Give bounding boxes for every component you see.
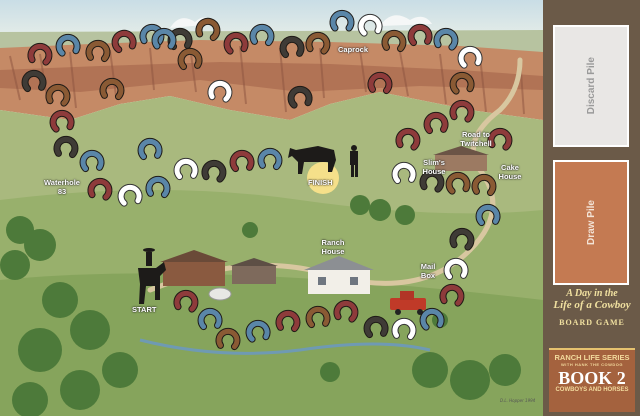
ranch-house	[304, 256, 374, 294]
horseshoe-space[interactable]	[139, 23, 165, 47]
artist-signature: D.L. Hopper 1994	[500, 398, 536, 403]
book-subtitle: COWBOYS AND HORSES	[555, 387, 629, 393]
water-tank	[208, 287, 232, 301]
mail-box-label: Mail Box	[420, 262, 436, 280]
slims-house-label: Slim's House	[422, 158, 446, 176]
horseshoe-space[interactable]	[391, 317, 417, 341]
side-panel: Discard Pile Draw Pile A Day in the Life…	[543, 0, 640, 416]
horseshoe-space[interactable]	[395, 127, 421, 151]
horseshoe-space[interactable]	[329, 9, 355, 32]
tree-cluster	[0, 195, 521, 416]
horseshoe-space[interactable]	[229, 149, 255, 173]
game-subtitle: BOARD GAME	[559, 318, 625, 327]
horseshoe-space[interactable]	[333, 299, 359, 323]
horseshoe-space[interactable]	[249, 23, 275, 47]
horseshoe-space[interactable]	[391, 161, 417, 185]
horseshoe-space[interactable]	[433, 27, 459, 51]
horseshoe-space[interactable]	[279, 35, 305, 59]
barn	[160, 250, 278, 286]
horseshoe-space[interactable]	[449, 71, 475, 95]
horseshoe-space[interactable]	[79, 149, 105, 173]
horseshoe-space[interactable]	[449, 99, 475, 123]
horseshoe-space[interactable]	[407, 23, 433, 47]
horseshoe-space[interactable]	[201, 159, 227, 183]
horseshoe-space[interactable]	[419, 169, 445, 193]
series-banner: RANCH LIFE SERIES WITH HANK THE COWDOG B…	[549, 348, 635, 412]
horseshoe-space[interactable]	[363, 315, 389, 339]
discard-pile-label: Discard Pile	[585, 57, 597, 115]
cloud	[380, 15, 432, 26]
horseshoe-space[interactable]	[449, 227, 475, 251]
horseshoe-space[interactable]	[215, 327, 241, 351]
horseshoe-space[interactable]	[195, 17, 221, 42]
horseshoe-space[interactable]	[87, 177, 113, 201]
cliff-shadow	[0, 62, 543, 92]
discard-pile[interactable]: Discard Pile	[553, 25, 629, 147]
horseshoe-space[interactable]	[457, 45, 483, 69]
horseshoe-space[interactable]	[53, 135, 79, 159]
horseshoe-space[interactable]	[475, 203, 501, 227]
horseshoe-space[interactable]	[85, 39, 111, 63]
horseshoe-space[interactable]	[423, 111, 449, 135]
horseshoe-space[interactable]	[439, 283, 465, 307]
start-cowboy-on-horse	[138, 248, 166, 304]
draw-pile-label: Draw Pile	[585, 199, 597, 246]
horseshoe-space[interactable]	[287, 85, 313, 109]
horseshoe-space[interactable]	[357, 13, 383, 37]
horseshoe-space[interactable]	[137, 137, 163, 161]
horseshoe-space[interactable]	[173, 157, 199, 181]
horseshoe-space[interactable]	[381, 29, 407, 53]
horseshoe-space[interactable]	[111, 29, 137, 54]
horseshoe-space[interactable]	[145, 175, 171, 199]
horseshoe-space[interactable]	[21, 69, 47, 93]
series-tagline: WITH HANK THE COWDOG	[561, 362, 623, 367]
horseshoe-space[interactable]	[257, 147, 283, 171]
horseshoe-space[interactable]	[49, 109, 75, 133]
creek	[139, 338, 431, 355]
horseshoe-space[interactable]	[419, 307, 445, 331]
horseshoe-space[interactable]	[275, 309, 301, 333]
horseshoe-space[interactable]	[177, 47, 203, 71]
horseshoe-space[interactable]	[305, 31, 331, 55]
horseshoe-space[interactable]	[207, 79, 233, 103]
horseshoe-space[interactable]	[487, 127, 513, 151]
draw-pile[interactable]: Draw Pile	[553, 160, 629, 285]
horseshoe-space[interactable]	[445, 171, 471, 195]
series-name: RANCH LIFE SERIES	[554, 353, 630, 362]
game-title-line1: A Day in the	[566, 288, 618, 299]
ranch-house-label: Ranch House	[321, 238, 345, 256]
game-title-line2: Life of a Cowboy	[553, 299, 631, 311]
horseshoe-space[interactable]	[367, 71, 393, 95]
horseshoe-space[interactable]	[471, 173, 497, 197]
board-map	[0, 0, 543, 416]
horseshoe-space[interactable]	[173, 289, 199, 313]
track-spaces	[21, 9, 513, 351]
caprock-label: Caprock	[338, 45, 369, 54]
horseshoe-space[interactable]	[27, 42, 53, 66]
horseshoe-space[interactable]	[151, 27, 177, 50]
horseshoe-space[interactable]	[117, 183, 143, 207]
cake-house-label: Cake House	[498, 163, 522, 181]
finish-label: FINISH	[308, 178, 333, 187]
horseshoe-space[interactable]	[197, 307, 223, 331]
finish-horse-and-cowboy	[288, 145, 358, 177]
horseshoe-space[interactable]	[223, 31, 249, 55]
book-label: BOOK 2	[558, 368, 626, 388]
horseshoe-space[interactable]	[443, 257, 469, 281]
road-to-twitchell-label: Road to Twitchell	[460, 130, 492, 148]
horseshoe-space[interactable]	[99, 77, 125, 101]
waterhole-label: Waterhole 83	[44, 178, 80, 196]
horseshoe-space[interactable]	[245, 319, 271, 343]
horseshoe-space[interactable]	[305, 305, 331, 329]
start-label: START	[132, 305, 157, 314]
horseshoe-space[interactable]	[55, 33, 81, 57]
horseshoe-space[interactable]	[45, 83, 71, 107]
dirt-road	[147, 57, 523, 293]
slims-house	[433, 146, 489, 171]
pickup-truck	[390, 291, 426, 315]
